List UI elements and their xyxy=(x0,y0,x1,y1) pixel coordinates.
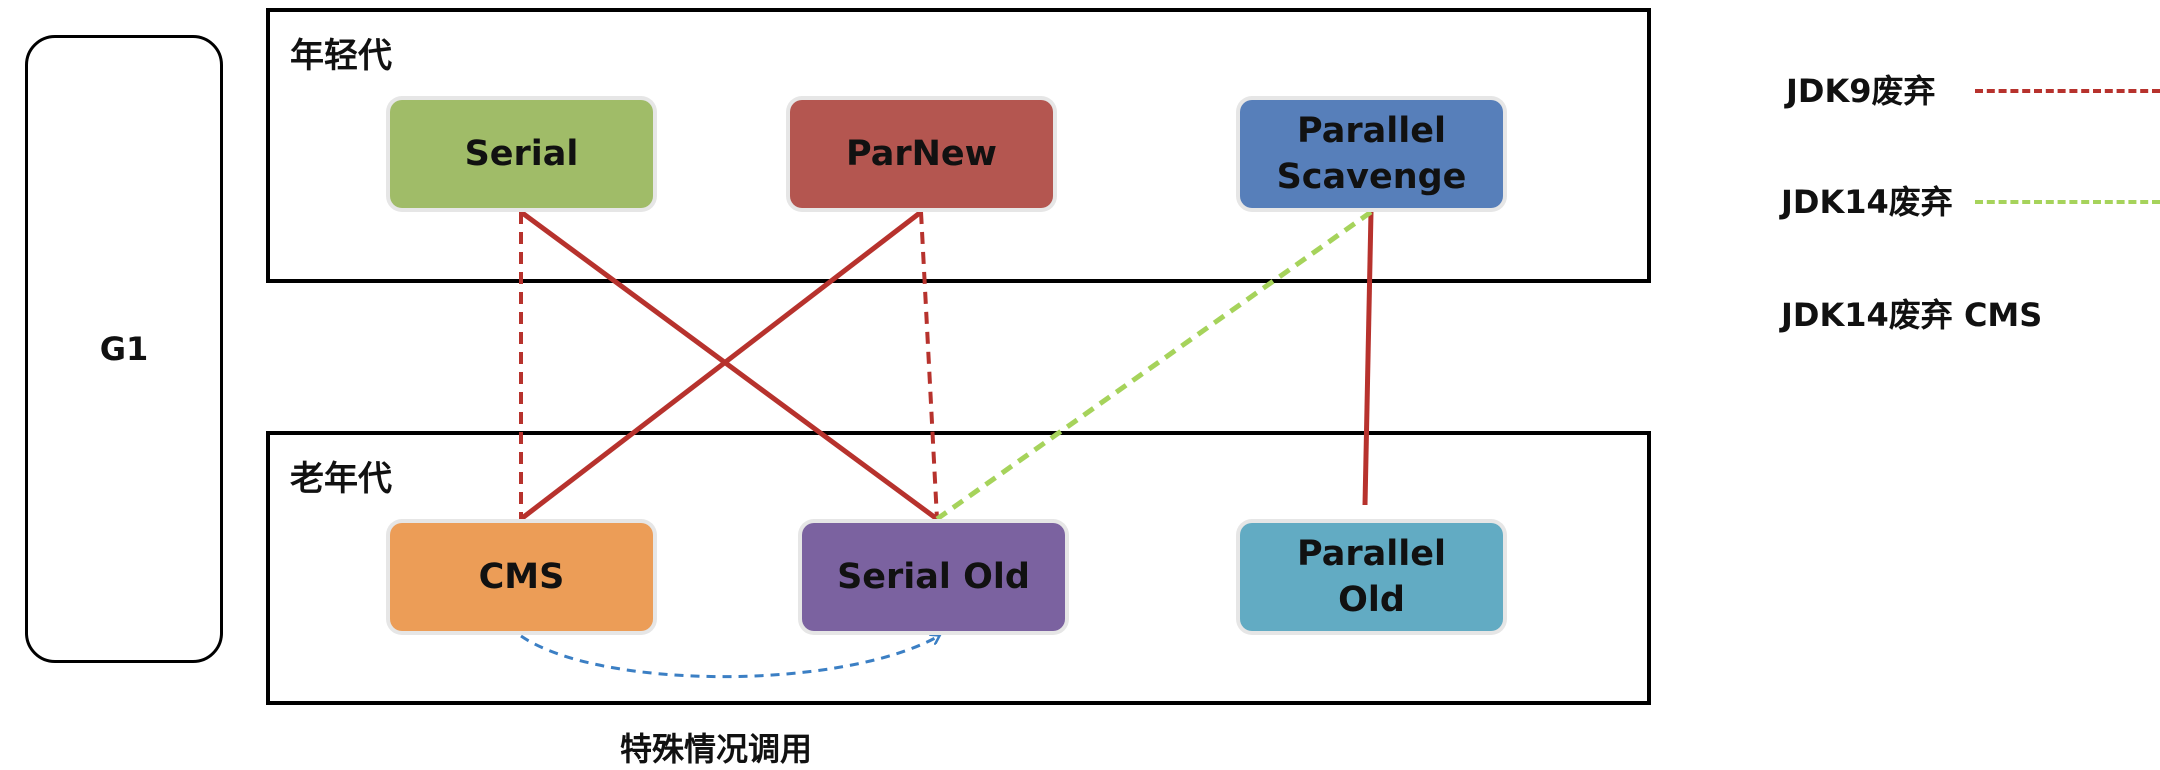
serial-collector-box: Serial xyxy=(390,100,653,208)
legend-jdk14-line xyxy=(1975,200,2160,204)
legend-jdk14-label: JDK14废弃 xyxy=(1781,183,1953,221)
parallel-scavenge-parallel-old-line xyxy=(1362,211,1374,506)
parallel-old-label-line1: Parallel xyxy=(1297,534,1446,574)
gc-collector-diagram: G1 年轻代 老年代 Serial ParNew Parallel Scaven… xyxy=(25,8,2160,768)
cms-collector-box: CMS xyxy=(390,523,653,631)
young-generation-region: 年轻代 xyxy=(266,8,1651,283)
parallel-scavenge-collector-box: Parallel Scavenge xyxy=(1240,100,1503,208)
parallel-scavenge-label-line2: Scavenge xyxy=(1276,157,1467,197)
g1-label: G1 xyxy=(99,330,149,368)
parnew-label: ParNew xyxy=(846,134,997,174)
cms-serialold-special-arrow xyxy=(520,636,937,679)
parallel-scavenge-serialold-jdk14-line xyxy=(935,209,1373,522)
serial-old-label: Serial Old xyxy=(837,557,1030,597)
parallel-old-label-line2: Old xyxy=(1338,580,1405,620)
parallel-old-collector-box: Parallel Old xyxy=(1240,523,1503,631)
legend-jdk9-line xyxy=(1975,89,2160,93)
parnew-serialold-jdk9-line xyxy=(919,211,939,520)
legend-jdk14-cms-label: JDK14废弃 CMS xyxy=(1781,296,2043,334)
young-generation-title: 年轻代 xyxy=(290,36,392,76)
parallel-scavenge-label-line1: Parallel xyxy=(1297,111,1446,151)
special-call-label: 特殊情况调用 xyxy=(620,730,813,768)
g1-collector-box: G1 xyxy=(25,35,223,663)
serial-label: Serial xyxy=(464,134,579,174)
parnew-collector-box: ParNew xyxy=(790,100,1053,208)
legend-jdk9-label: JDK9废弃 xyxy=(1786,72,1936,110)
serial-serialold-line xyxy=(519,209,939,522)
serial-old-collector-box: Serial Old xyxy=(802,523,1065,631)
cms-label: CMS xyxy=(478,557,565,597)
connection-lines xyxy=(519,209,1374,679)
old-generation-title: 老年代 xyxy=(290,459,392,499)
parnew-cms-line xyxy=(519,210,923,521)
old-generation-region: 老年代 xyxy=(266,431,1651,705)
